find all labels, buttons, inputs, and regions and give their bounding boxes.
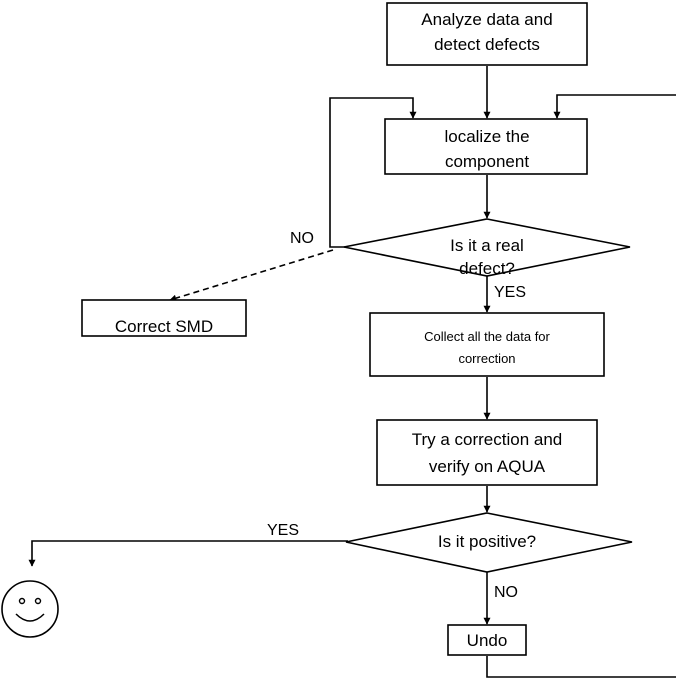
edge-label-real-no: NO [290, 230, 314, 247]
edge-label-positive-no: NO [494, 584, 518, 601]
smiley-face-icon [1, 580, 59, 638]
decision-positive-label: Is it positive? [438, 532, 536, 551]
node-localize-line1: localize the [444, 127, 529, 146]
edge-loop-right-to-localize [553, 94, 676, 119]
process-box [81, 299, 247, 337]
node-try-correction: Try a correction and verify on AQUA [376, 419, 598, 486]
node-try-line1: Try a correction and [412, 430, 563, 449]
node-analyze-line2: detect defects [434, 35, 540, 54]
node-undo-label: Undo [467, 631, 508, 650]
process-box [384, 118, 588, 175]
edge-label-positive-yes: YES [267, 522, 299, 539]
node-collect-line1: Collect all the data for [424, 329, 550, 344]
decision-real-defect-line1: Is it a real [450, 236, 524, 255]
process-box [369, 312, 605, 377]
node-analyze-line1: Analyze data and [421, 10, 552, 29]
node-correct-smd-label: Correct SMD [115, 317, 213, 336]
edge-positive-yes-to-smiley [28, 540, 348, 567]
node-undo: Undo [447, 624, 527, 656]
node-collect-data: Collect all the data for correction [369, 312, 605, 377]
node-analyze-data: Analyze data and detect defects [386, 2, 588, 66]
node-localize-line2: component [445, 152, 529, 171]
edge-no-loop-to-localize [329, 97, 417, 248]
process-box [386, 2, 588, 66]
node-collect-line2: correction [458, 351, 515, 366]
decision-real-defect: Is it a real defect? [343, 218, 631, 278]
decision-diamond [345, 512, 633, 573]
edge-undo-loop-out [486, 656, 676, 678]
connectors [28, 66, 676, 678]
node-try-line2: verify on AQUA [429, 457, 546, 476]
node-correct-smd: Correct SMD [81, 299, 247, 337]
node-localize-component: localize the component [384, 118, 588, 175]
edge-decision-to-correct-smd [169, 249, 334, 302]
process-box [376, 419, 598, 486]
decision-diamond [343, 218, 631, 277]
decision-positive: Is it positive? [345, 512, 633, 573]
edge-label-real-yes: YES [494, 284, 526, 301]
process-box [447, 624, 527, 656]
decision-real-defect-line2: defect? [459, 259, 515, 278]
